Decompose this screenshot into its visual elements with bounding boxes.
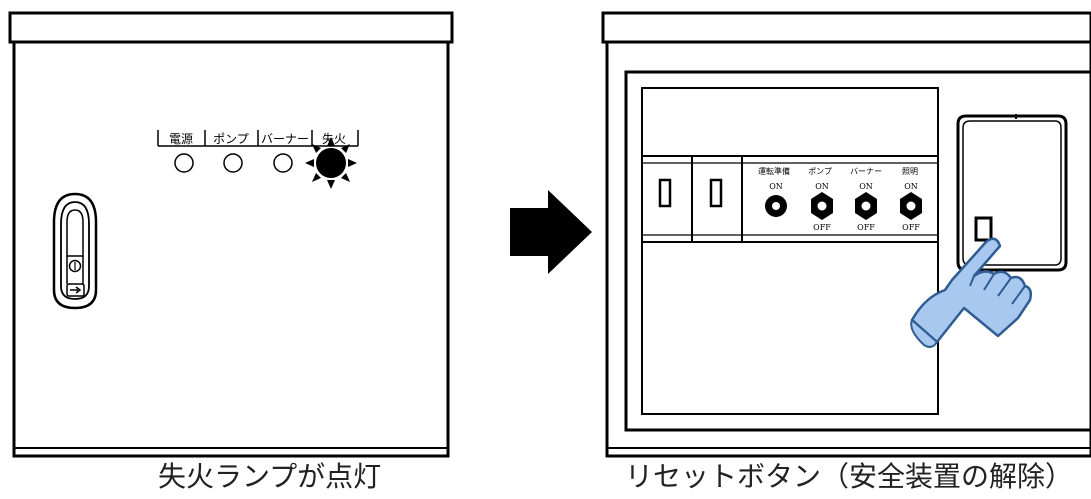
left-cabinet-roof xyxy=(8,11,454,44)
on-label-3: ON xyxy=(859,182,873,191)
standby-lamp xyxy=(765,195,787,217)
right-caption: リセットボタン（安全装置の解除） xyxy=(625,460,1074,493)
right-cabinet-roof xyxy=(601,11,1091,44)
switch-label-standby: 運転準備 xyxy=(758,166,790,176)
off-label-3: OFF xyxy=(902,223,920,232)
burner-toggle-switch[interactable] xyxy=(855,192,877,220)
breaker-switch-1[interactable] xyxy=(658,178,672,208)
lamp-label-power: 電源 xyxy=(169,132,193,146)
pump-toggle-switch[interactable] xyxy=(811,192,833,220)
key-icon xyxy=(68,259,82,273)
on-label-2: ON xyxy=(815,182,829,191)
control-box xyxy=(641,87,939,415)
off-label-2: OFF xyxy=(857,223,875,232)
reset-enclosure xyxy=(956,114,1068,272)
off-label-1: OFF xyxy=(813,223,831,232)
light-toggle-switch[interactable] xyxy=(900,192,922,220)
right-cabinet: 運転準備 ポンプ バーナー 照明 ON ON ON ON OFF OFF OFF xyxy=(601,11,1091,458)
left-caption: 失火ランプが点灯 xyxy=(158,460,382,493)
switch-label-pump: ポンプ xyxy=(808,167,832,176)
lamp-pump xyxy=(223,153,243,173)
breaker-section xyxy=(641,155,939,243)
lamp-label-flameout: 失火 xyxy=(322,131,346,146)
reset-button[interactable] xyxy=(974,216,993,242)
lamp-label-burner: バーナー xyxy=(261,132,309,146)
lamp-burner xyxy=(273,153,293,173)
lamp-power xyxy=(174,153,194,173)
breaker-switch-2[interactable] xyxy=(709,178,723,208)
on-label-1: ON xyxy=(769,182,783,191)
switch-label-light: 照明 xyxy=(902,167,918,176)
lamp-label-pump: ポンプ xyxy=(213,132,249,146)
glowing-lamp-icon xyxy=(305,137,357,189)
left-cabinet: 電源 ポンプ バーナー 失火 xyxy=(8,11,454,458)
lamp-label-strip: 電源 ポンプ バーナー 失火 xyxy=(157,130,359,147)
right-arrow-icon xyxy=(510,190,592,274)
on-label-4: ON xyxy=(904,182,918,191)
switch-label-burner: バーナー xyxy=(850,167,882,176)
pointing-hand-icon xyxy=(910,237,1033,348)
door-handle-icon xyxy=(52,192,98,310)
